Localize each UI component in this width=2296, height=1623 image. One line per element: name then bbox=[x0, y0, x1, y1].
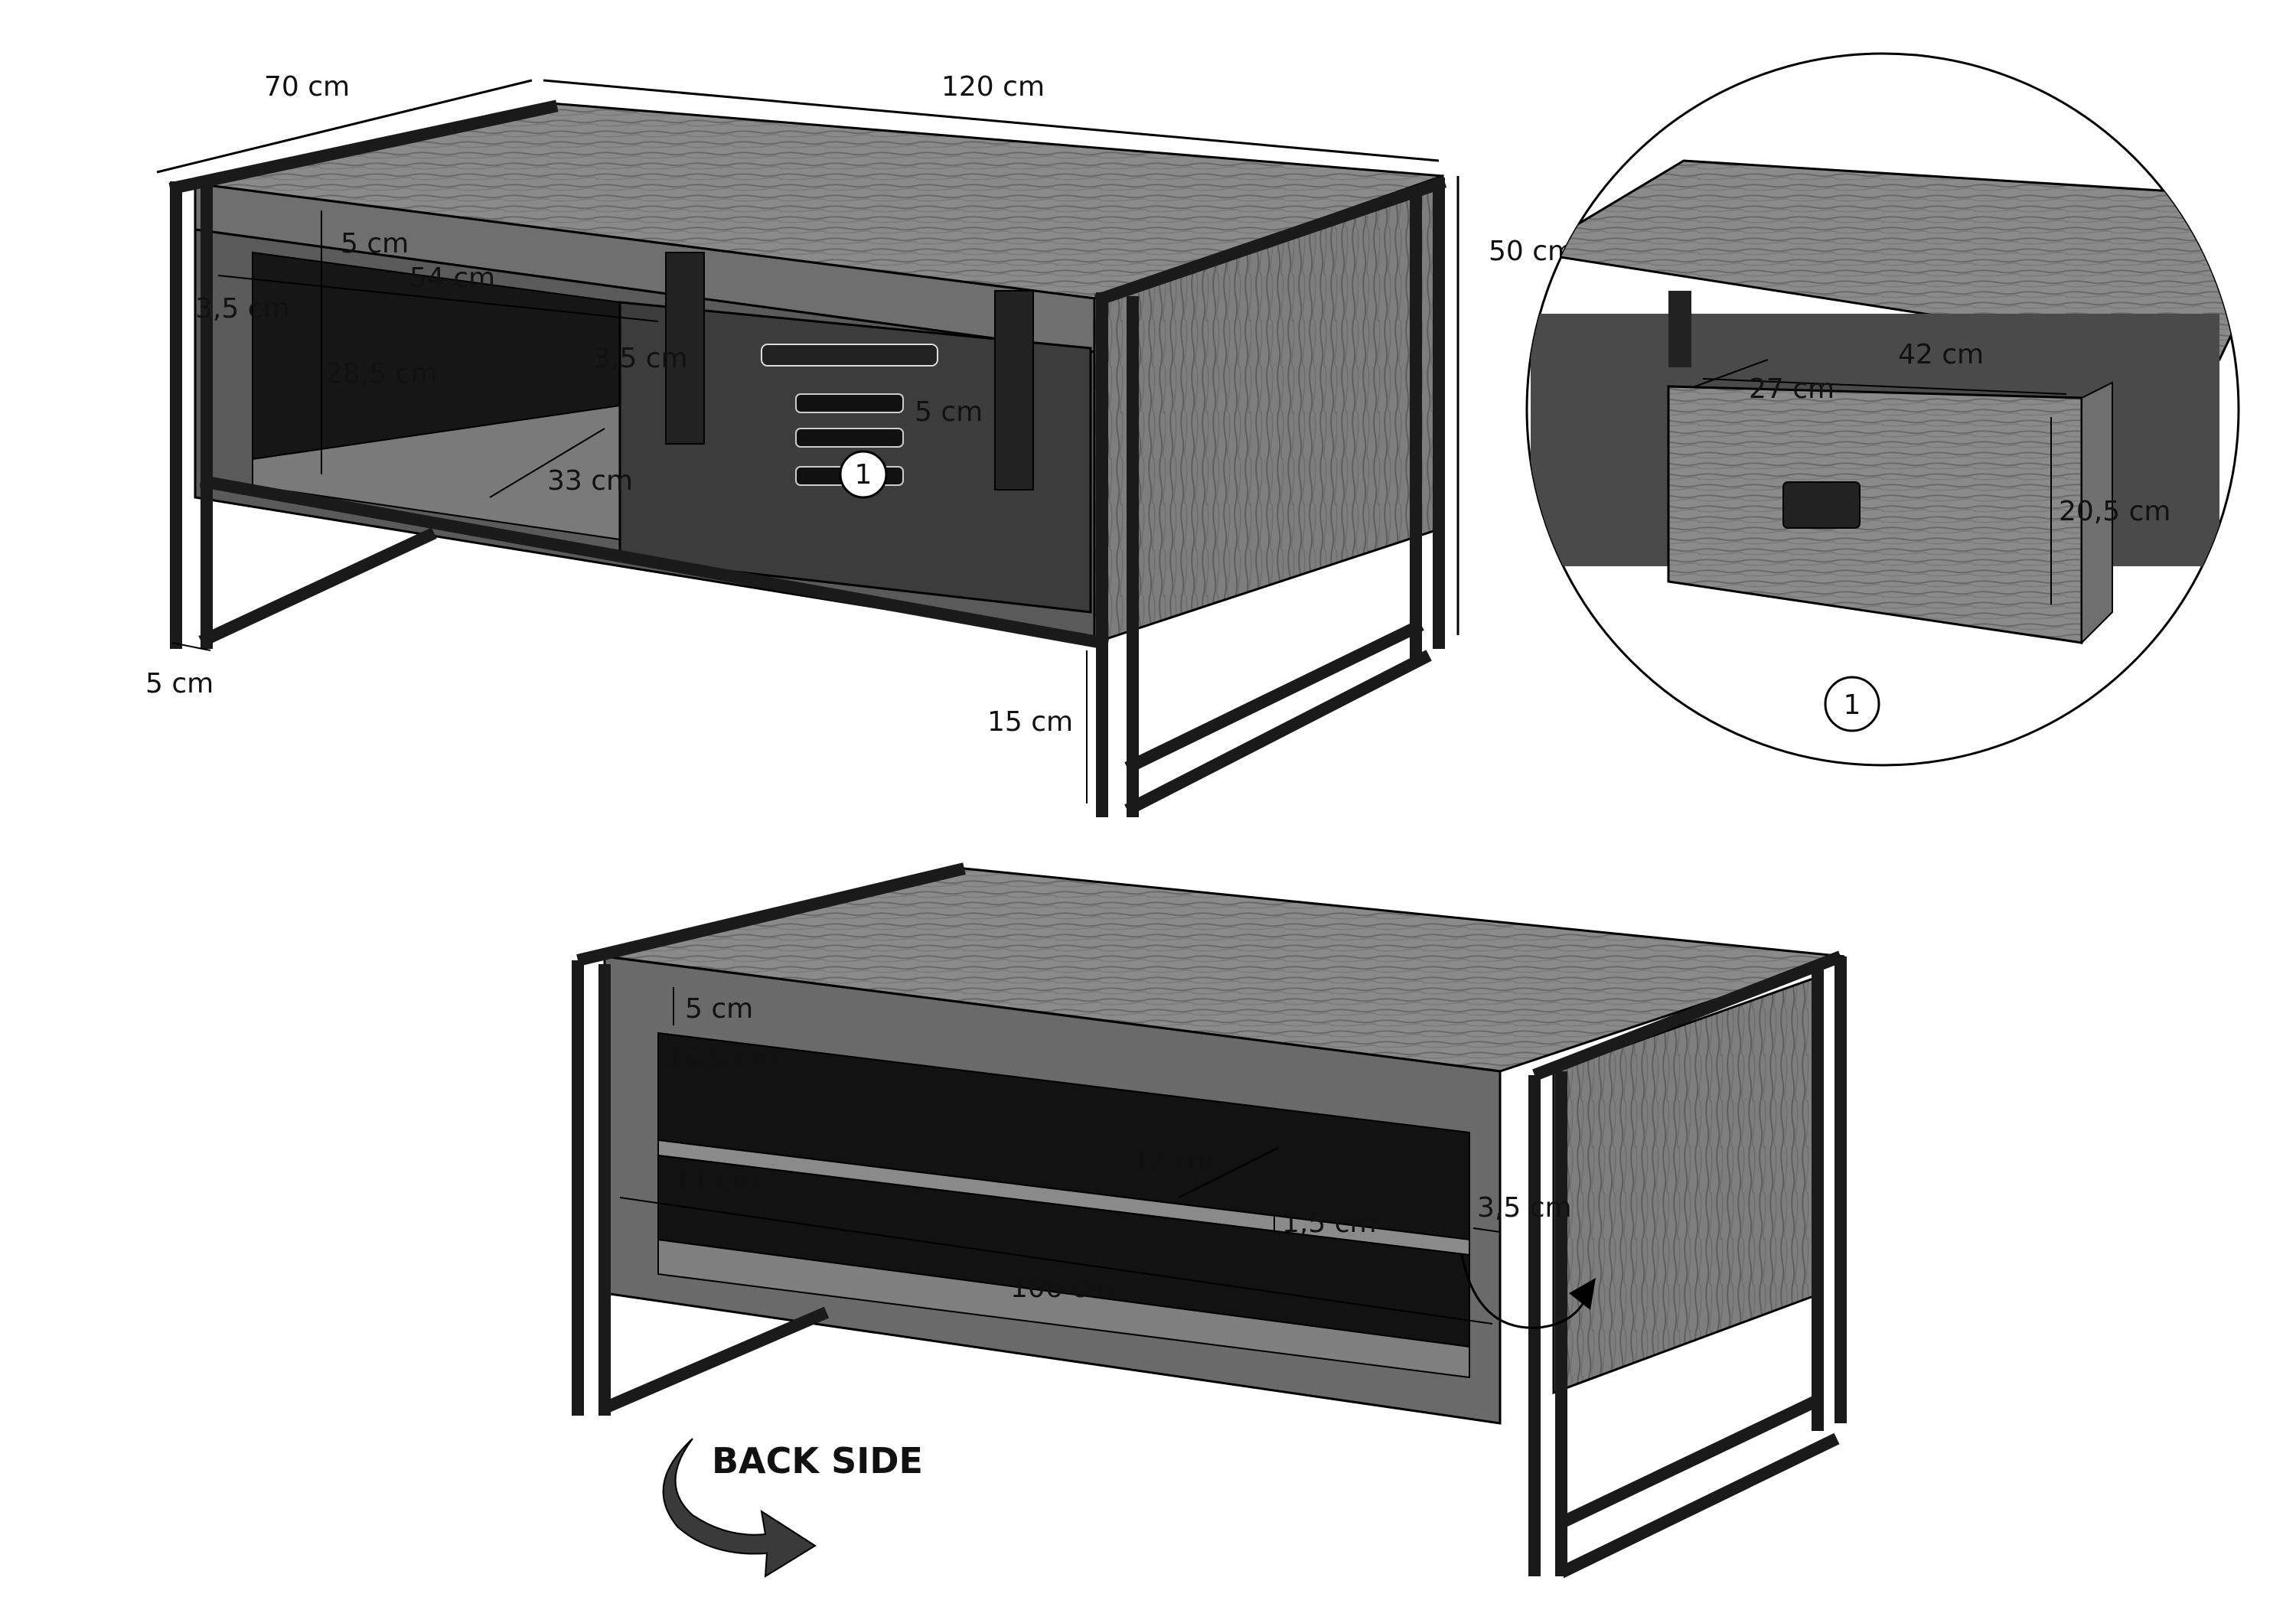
metal-frame bbox=[168, 99, 1447, 817]
detail-drawer-side bbox=[2081, 381, 2113, 645]
back-view-table bbox=[572, 862, 1847, 1579]
drawer-vent-1 bbox=[795, 393, 904, 413]
strap-right bbox=[994, 290, 1034, 490]
strap-left bbox=[665, 252, 705, 445]
dim-back-top-thickness: 5 cm bbox=[685, 993, 753, 1025]
dim-side-panel-right: 3,5 cm bbox=[593, 343, 688, 374]
back-bottom-band bbox=[657, 1238, 1470, 1379]
dim-drawer-depth: 27 cm bbox=[1749, 373, 1835, 405]
front-view-dimension-lines bbox=[156, 79, 1459, 803]
dim-top-thickness: 5 cm bbox=[341, 228, 409, 259]
drawer-handle bbox=[761, 344, 938, 367]
dim-back-side-thickness: 3,5 cm bbox=[1477, 1192, 1572, 1224]
detail-dimension-lines bbox=[1694, 359, 2067, 605]
detail-callout-number: 1 bbox=[1844, 689, 1861, 721]
detail-callout-circle bbox=[1824, 676, 1880, 732]
drawer-detail: 1 42 cm 27 cm 20,5 cm bbox=[1525, 52, 2240, 767]
back-side-label: BACK SIDE bbox=[712, 1440, 923, 1481]
dim-drawer-height: 20,5 cm bbox=[2059, 496, 2170, 527]
dim-depth: 70 cm bbox=[264, 71, 350, 103]
dim-back-lower: 11 cm bbox=[673, 1165, 759, 1197]
detail-handle bbox=[1782, 481, 1861, 529]
back-side-marker: BACK SIDE bbox=[662, 1438, 923, 1578]
back-metal-frame bbox=[572, 862, 1847, 1579]
back-view-dimension-lines bbox=[619, 987, 1590, 1329]
dim-shelf-depth: 33 cm bbox=[547, 465, 633, 497]
dim-back-shelf-thickness: 1,5 cm bbox=[1282, 1207, 1377, 1239]
dim-leg-width: 5 cm bbox=[145, 668, 214, 699]
dim-open-height: 28,5 cm bbox=[325, 358, 437, 389]
dim-back-upper: 16,5 cm bbox=[666, 1043, 778, 1074]
back-arrow-head bbox=[1569, 1278, 1596, 1310]
dim-open-width: 54 cm bbox=[409, 262, 495, 294]
dim-leg-height: 15 cm bbox=[987, 706, 1073, 738]
dim-back-shelf-depth: 32 cm bbox=[1129, 1146, 1215, 1178]
dim-back-inner-width: 106 cm bbox=[1010, 1273, 1114, 1304]
detail-strap bbox=[1668, 291, 1691, 367]
front-view-table: 1 bbox=[168, 99, 1447, 817]
front-view-labels: 70 cm 120 cm 50 cm 5 cm 54 cm 3,5 cm 3,5… bbox=[145, 71, 1574, 738]
back-view-labels: 5 cm 16,5 cm 11 cm 32 cm 1,5 cm 3,5 cm 1… bbox=[666, 993, 1572, 1304]
dim-drawer-width: 42 cm bbox=[1898, 339, 1984, 370]
dim-side-panel-left: 3,5 cm bbox=[195, 293, 290, 324]
curved-arrow-icon bbox=[662, 1438, 817, 1578]
callout-circle bbox=[839, 450, 888, 499]
callout-number: 1 bbox=[855, 459, 872, 490]
dim-handle-height: 5 cm bbox=[915, 396, 983, 428]
dim-width: 120 cm bbox=[941, 71, 1045, 103]
drawer-vent-2 bbox=[795, 428, 904, 448]
